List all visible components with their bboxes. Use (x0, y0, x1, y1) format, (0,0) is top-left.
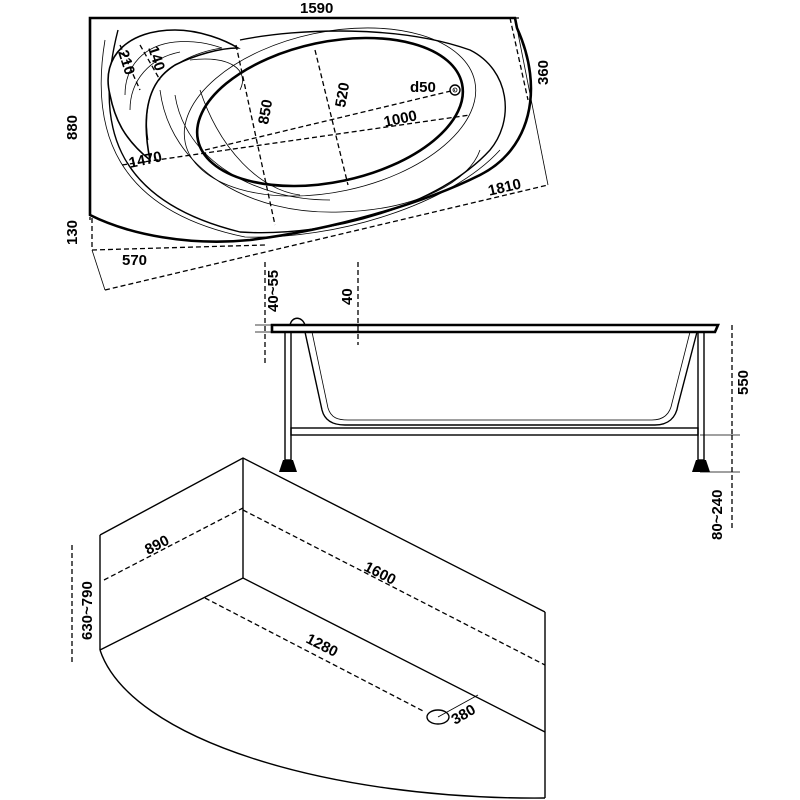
foot-right (692, 460, 710, 472)
dim-bowl-length: 1470 (127, 148, 163, 172)
dim-headrest-b: 140 (144, 44, 168, 73)
dim-rim-thickness: 40 (339, 288, 356, 305)
dim-corner-offset: 570 (122, 252, 147, 269)
dim-line (204, 89, 456, 151)
top-view-outline (88, 16, 533, 243)
dim-leg-range: 80~240 (709, 490, 726, 540)
inner-oval-lip (183, 27, 477, 197)
bowl-contour (159, 89, 481, 213)
dim-tub-height: 550 (735, 370, 752, 395)
frame-crossbar (290, 427, 699, 436)
dim-long-side: 1600 (361, 558, 398, 588)
dim-length-diagonal: 1810 (486, 176, 522, 200)
frame-leg-left (284, 331, 292, 461)
headrest-inner (124, 41, 223, 141)
dim-right-end-height: 360 (535, 60, 552, 85)
bowl-contour (199, 89, 301, 196)
dim-width-overall: 1590 (300, 0, 333, 17)
dim-line (139, 44, 161, 81)
dim-headrest-a: 210 (114, 48, 138, 77)
panel-drain (426, 709, 450, 725)
top-view-inner-rim (108, 29, 506, 234)
dim-depth-left: 880 (64, 115, 81, 140)
panel-base-edge (99, 577, 546, 733)
bowl-contour (174, 94, 331, 201)
dim-line (104, 184, 549, 291)
leader-line (437, 694, 479, 718)
drain-circle-inner (452, 87, 458, 93)
dim-line (103, 507, 244, 581)
dim-short-side: 890 (142, 532, 172, 559)
dim-drain-diameter: d50 (410, 79, 436, 96)
headrest (107, 29, 241, 162)
dim-inner-width: 520 (332, 81, 353, 109)
inner-oval (195, 36, 465, 188)
drain-circle (449, 84, 461, 96)
frame-leg-right (697, 331, 705, 461)
dim-line (314, 49, 349, 186)
dim-line (235, 44, 276, 226)
dim-corner-height: 130 (64, 220, 81, 245)
panel-front-curve (99, 649, 546, 799)
dim-rim-offset: 40~55 (265, 270, 282, 312)
dim-line (242, 509, 546, 666)
dim-inner-length: 1000 (382, 107, 418, 131)
dim-line (204, 597, 426, 713)
side-view-rim (270, 323, 720, 334)
dim-line (91, 244, 266, 251)
dim-line (119, 44, 141, 91)
foot-left (279, 460, 297, 472)
dim-bowl-width: 850 (255, 98, 276, 126)
side-view-tub-inner (311, 331, 691, 421)
side-view-tub-body (304, 331, 698, 426)
headrest-inner (129, 51, 181, 111)
leader-line (514, 17, 549, 186)
dim-drain-offset: 380 (449, 701, 479, 728)
side-view-rim-lip (289, 317, 306, 326)
dim-panel-height: 630~790 (79, 581, 96, 640)
panel-view: 630~790 890 1600 1280 380 (71, 457, 546, 799)
side-view: 40~55 40 550 80~240 (255, 262, 752, 540)
leader-line (91, 249, 106, 291)
dim-line (509, 17, 529, 101)
panel-top-edge (99, 457, 546, 613)
dim-line (121, 114, 471, 166)
top-view-rim-line (100, 39, 501, 238)
dim-base-length: 1280 (303, 630, 340, 660)
bowl-contour (189, 58, 243, 91)
top-view: 1590 1810 880 360 1470 1000 520 850 d50 … (64, 0, 552, 291)
